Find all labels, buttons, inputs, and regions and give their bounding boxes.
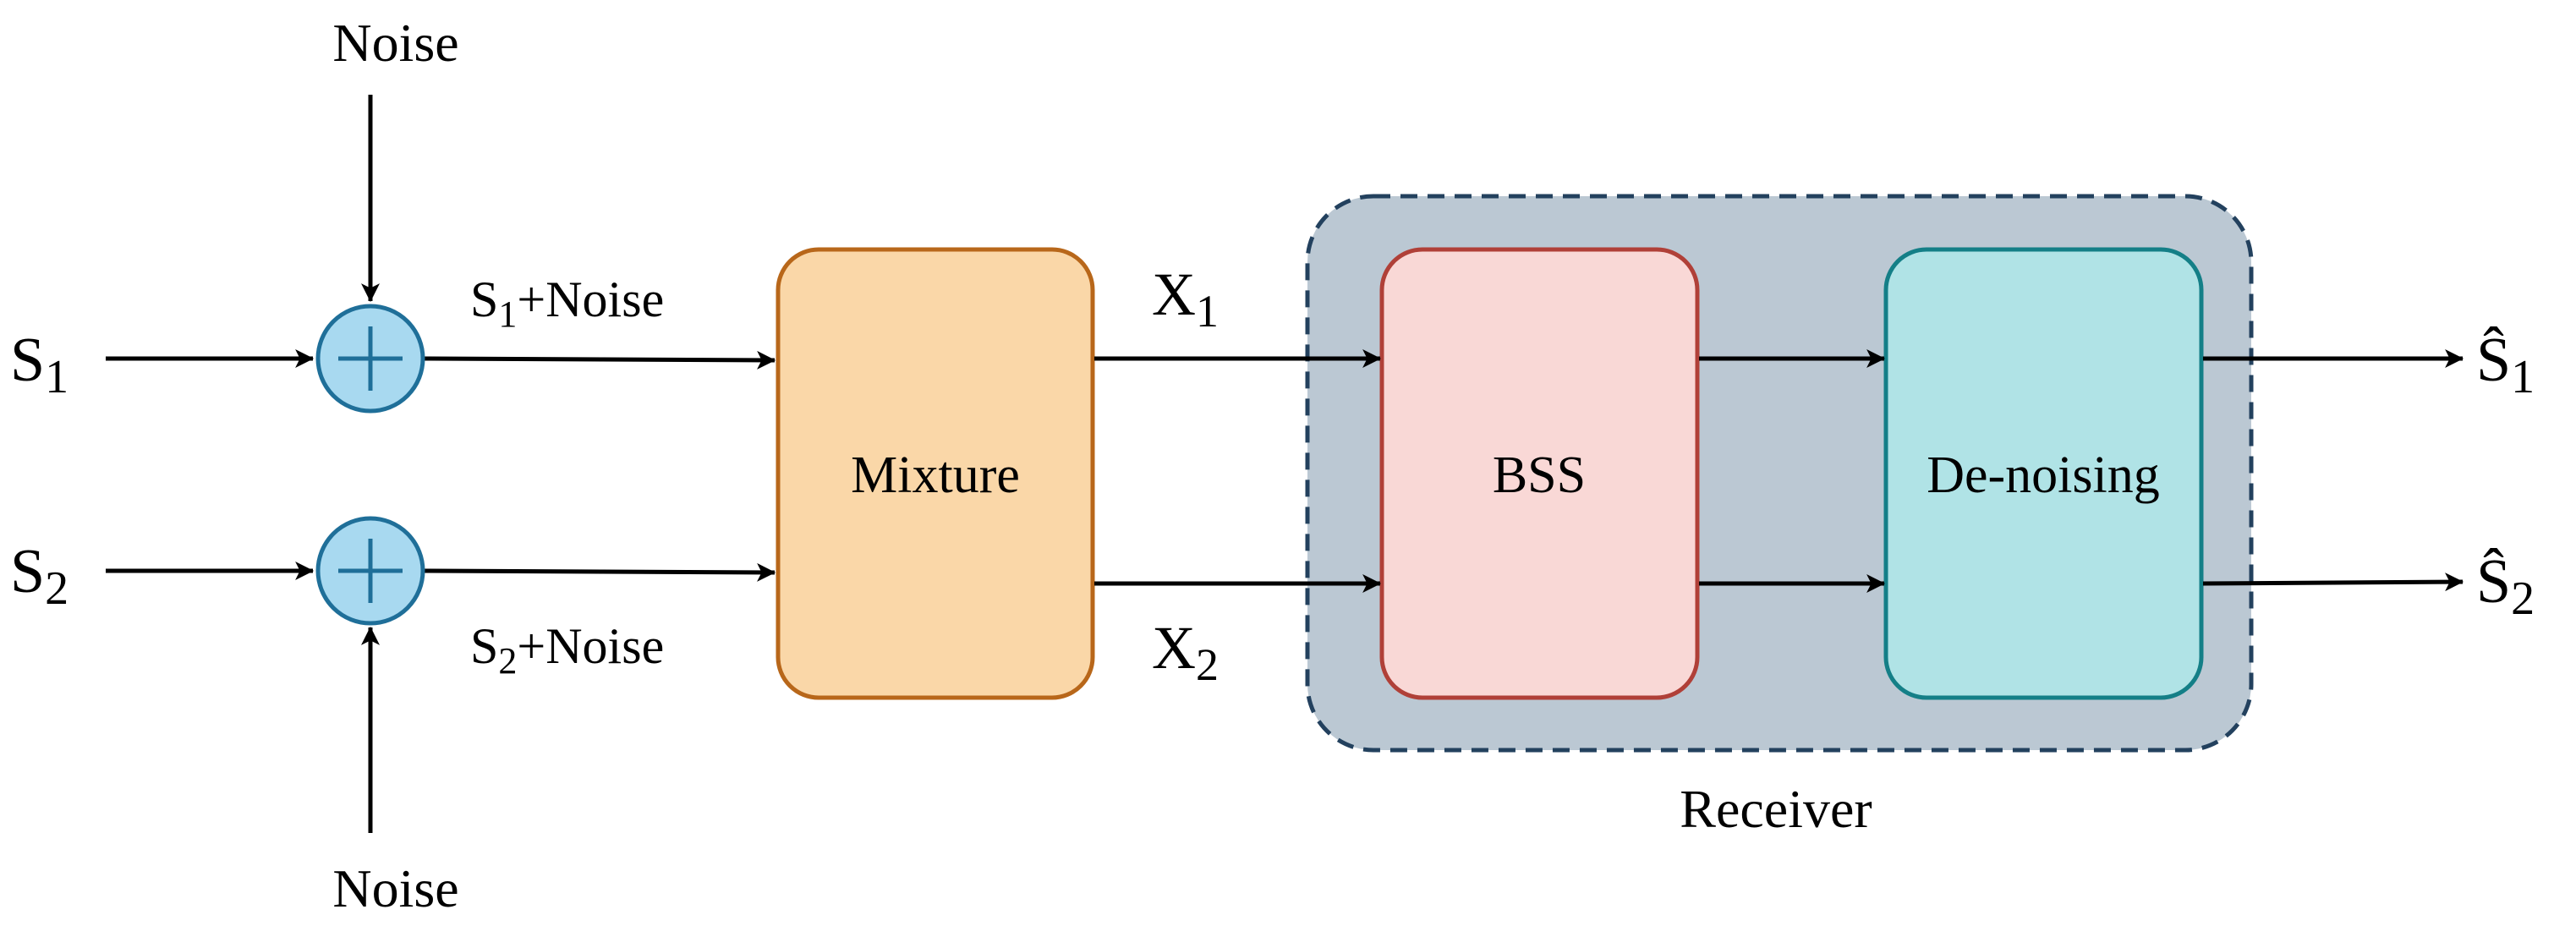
- x2-label: X2: [1152, 614, 1219, 690]
- x1-label: X1: [1152, 260, 1219, 337]
- noisy-s1-arrow: [424, 350, 776, 370]
- bss-block: [1379, 247, 1700, 700]
- noise-bottom-label: Noise: [332, 858, 458, 918]
- plus-circle-icon: [338, 326, 403, 391]
- adder-top: [315, 304, 425, 414]
- denoise-label: De-noising: [1927, 447, 2160, 504]
- plus-circle-icon: [338, 539, 403, 603]
- adder-bottom: [315, 516, 425, 626]
- noisy-s2-arrow: [424, 562, 776, 582]
- receiver-label: Receiver: [1680, 779, 1872, 839]
- output-s2-arrow: [2202, 573, 2464, 592]
- output-s1-label: Ŝ1: [2476, 326, 2535, 403]
- denoise-block: [1883, 247, 2204, 700]
- output-s2-label: Ŝ2: [2476, 547, 2535, 625]
- input-s1-label: S1: [10, 326, 69, 403]
- noisy-s1-label: S1+Noise: [470, 271, 664, 335]
- input-s2-label: S2: [10, 537, 69, 615]
- bss-label: BSS: [1493, 447, 1586, 504]
- mixture-block: [776, 247, 1095, 700]
- noise-top-label: Noise: [332, 13, 458, 73]
- mixture-label: Mixture: [851, 447, 1020, 504]
- noisy-s2-label: S2+Noise: [470, 618, 664, 682]
